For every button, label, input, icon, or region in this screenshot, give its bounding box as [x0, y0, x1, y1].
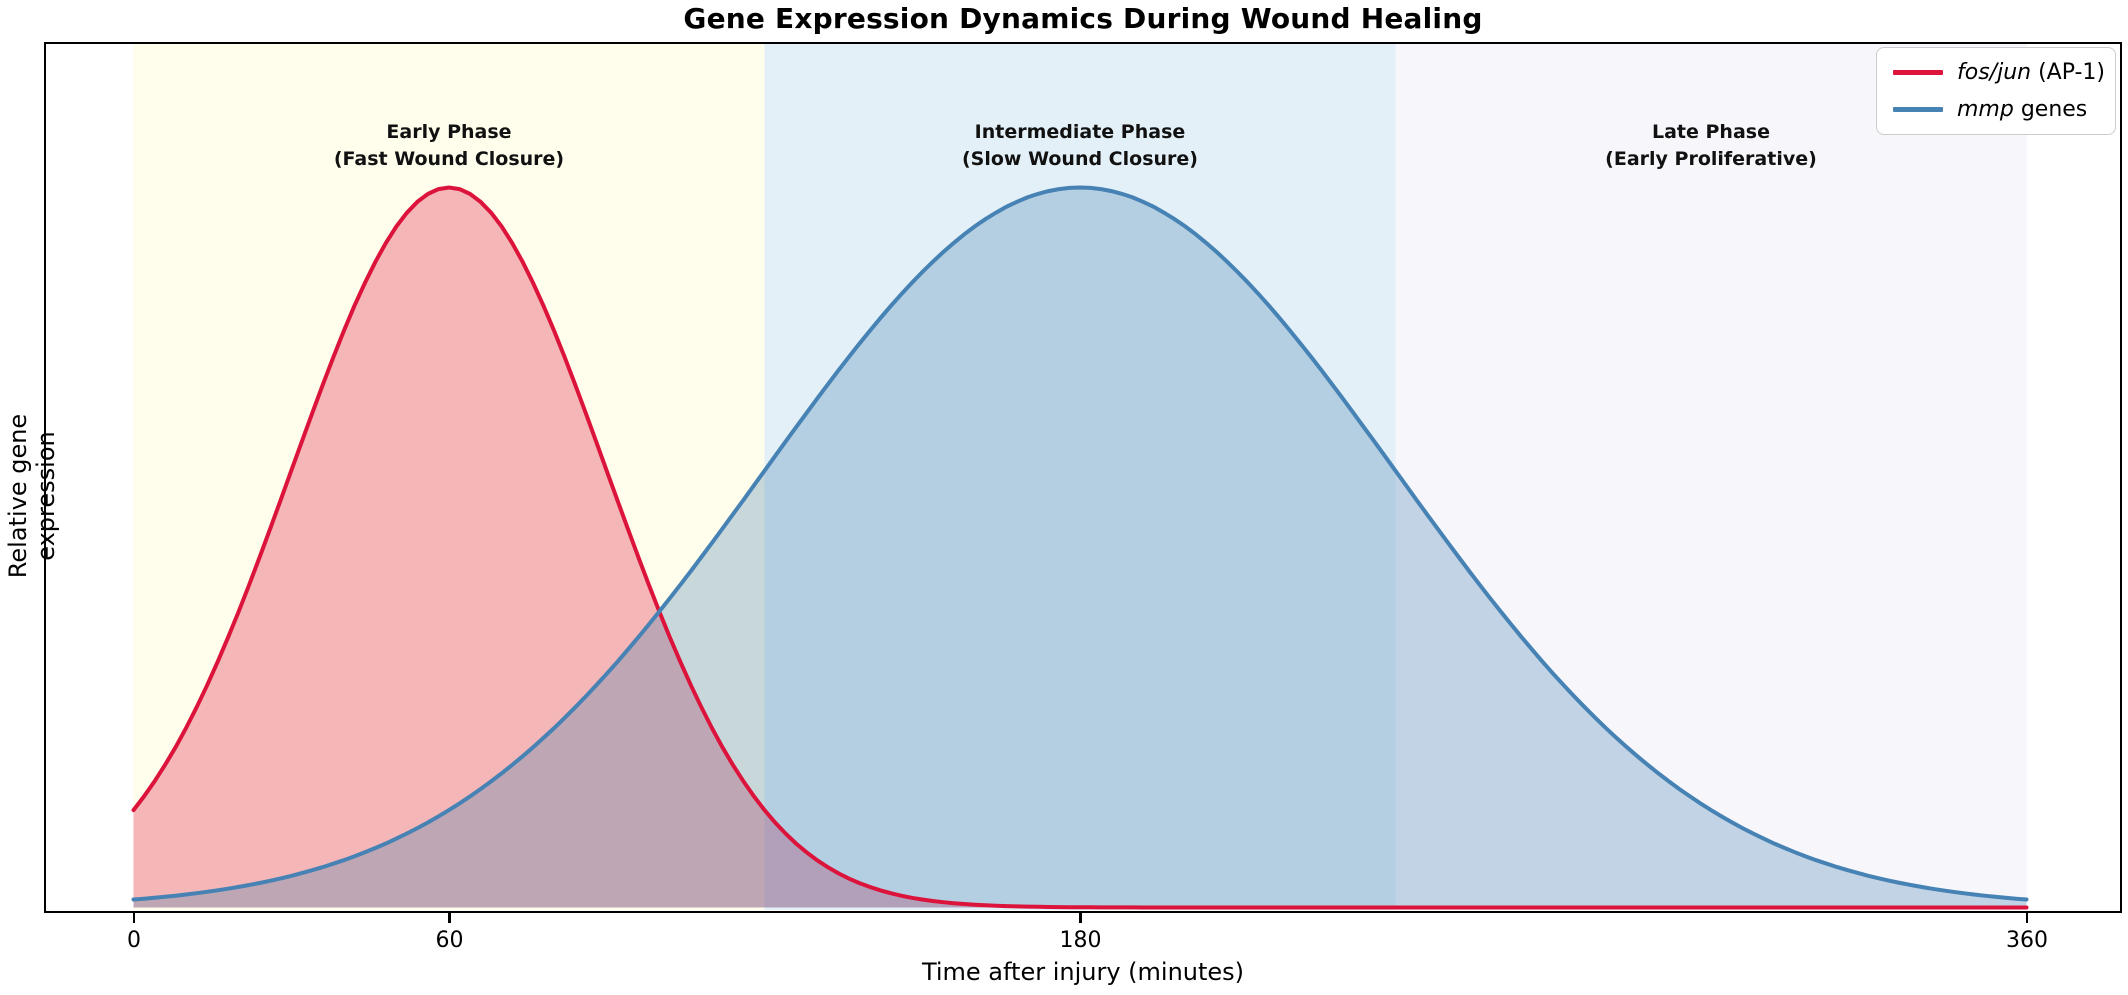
phase-label-2: Intermediate Phase(Slow Wound Closure)	[961, 121, 1198, 170]
x-tick-mark	[1079, 913, 1082, 923]
x-tick-label: 0	[127, 928, 141, 953]
plot-area: Early Phase(Fast Wound Closure) Intermedi…	[44, 42, 2122, 913]
phase-label-3: Late Phase(Early Proliferative)	[1605, 121, 1817, 170]
legend-item-fosjun: fos/jun (AP-1)	[1893, 60, 2105, 85]
x-tick-label: 60	[435, 928, 464, 953]
legend: fos/jun (AP-1) mmp genes	[1876, 47, 2116, 135]
x-tick-mark	[132, 913, 136, 923]
x-tick-label: 360	[2005, 928, 2048, 953]
series-fill-fosjun	[133, 187, 2027, 908]
chart-title: Gene Expression Dynamics During Wound He…	[683, 2, 1483, 35]
series-line-mmp	[131, 185, 2029, 902]
chart-canvas	[131, 44, 2029, 910]
legend-label: fos/jun (AP-1)	[1957, 60, 2106, 85]
legend-line-swatch-red	[1893, 69, 1943, 76]
y-axis-label: Relative gene expression	[4, 413, 60, 579]
x-tick-label: 180	[1059, 928, 1102, 953]
legend-item-mmp: mmp genes	[1893, 97, 2099, 122]
x-tick-mark	[448, 913, 451, 923]
x-axis-label: Time after injury (minutes)	[921, 958, 1245, 986]
legend-label: mmp genes	[1957, 97, 2088, 122]
x-tick-mark	[2025, 913, 2029, 923]
phase-band-3	[1395, 44, 2027, 910]
series-line-fosjun	[131, 185, 2029, 910]
phase-label-1: Early Phase(Fast Wound Closure)	[333, 121, 565, 170]
series-fill-mmp	[133, 187, 2027, 908]
legend-line-swatch-blue	[1893, 106, 1943, 113]
